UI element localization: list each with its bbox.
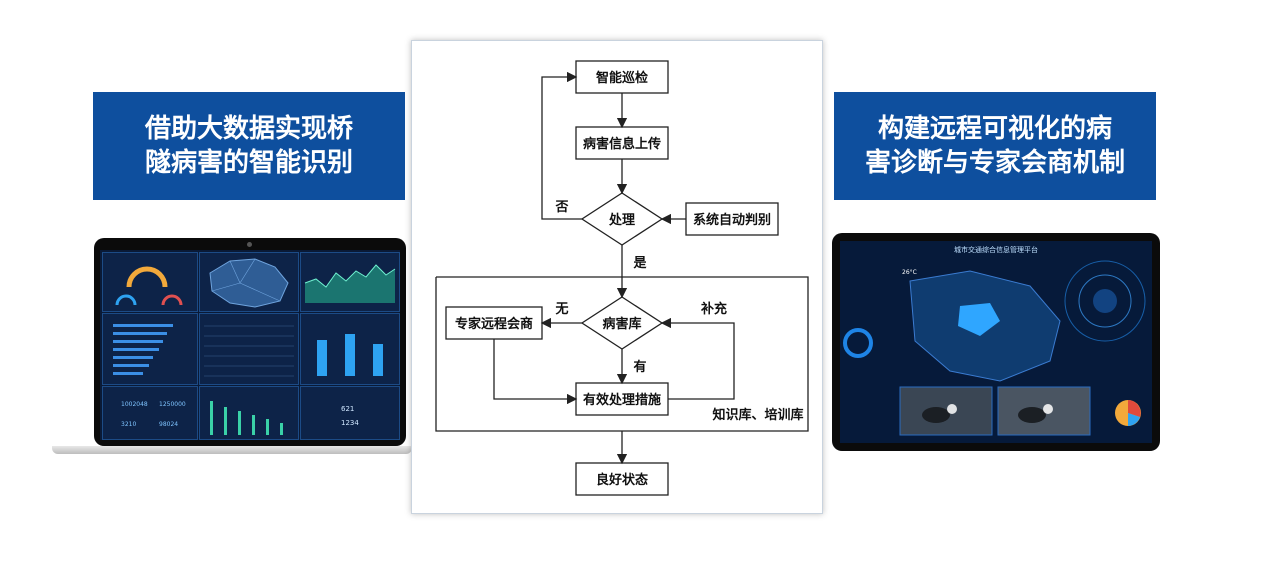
num-1: 621 [341,405,355,413]
right-banner-line1: 构建远程可视化的病 [877,114,1112,144]
area-chart-panel [300,252,400,312]
left-dashboard: 1002048 1250000 3210 98024 621 1234 [100,250,400,440]
node-autojudge-box [685,202,779,236]
numbers-panel: 621 1234 [300,386,400,440]
cylinder-chart [317,334,383,376]
left-banner-line2: 隧病害的智能识别 [144,148,353,178]
label-supplement: 补充 [700,301,727,317]
node-inspection: 智能巡检 [596,70,648,86]
cylinder-panel [300,313,400,385]
left-laptop: 1002048 1250000 3210 98024 621 1234 [52,236,412,458]
region-map [209,258,289,308]
label-has: 有 [633,359,646,375]
flowchart-panel: 智能巡检 病害信息上传 处理 系统自动判别 病害库 专家远程会商 有效处理措施 … [411,40,823,514]
node-inspection-box [575,60,669,94]
right-temp: 26°C [902,269,917,276]
label-yes: 是 [632,256,647,271]
vertical-bars-panel [199,386,299,440]
node-process: 处理 [608,212,635,228]
label-knowledge: 知识库、培训库 [712,407,803,423]
left-laptop-base [52,446,412,454]
left-banner-line1: 借助大数据实现桥 [144,114,353,144]
left-banner: 借助大数据实现桥 隧病害的智能识别 [93,92,405,200]
stat-4: 98024 [159,421,179,428]
right-dashboard: 城市交通综合信息管理平台 26°C [840,241,1152,443]
right-dashboard-title: 城市交通综合信息管理平台 [954,246,1038,254]
right-tablet: 城市交通综合信息管理平台 26°C [832,233,1160,451]
area-chart [304,264,396,303]
stat-1: 1002048 [121,401,148,408]
node-auto-judge: 系统自动判别 [693,212,771,228]
map-panel [199,252,299,312]
horizontal-bars [113,324,173,375]
label-no: 否 [554,200,568,215]
node-expert: 专家远程会商 [455,316,533,332]
flowchart: 智能巡检 病害信息上传 处理 系统自动判别 病害库 专家远程会商 有效处理措施 … [435,60,809,496]
node-good-state: 良好状态 [596,472,648,488]
stats-panel: 1002048 1250000 3210 98024 [102,386,198,440]
node-expert-box [445,306,543,340]
stat-2: 1250000 [159,401,186,408]
right-dashboard-graphics [843,260,1146,436]
right-banner-line2: 害诊断与专家会商机制 [864,148,1125,178]
num-2: 1234 [341,419,359,427]
node-measures: 有效处理措施 [583,392,661,408]
stat-3: 3210 [121,421,137,428]
gauge-chart [115,266,183,306]
node-upload: 病害信息上传 [583,136,661,152]
left-laptop-camera [247,242,252,247]
node-defect-db: 病害库 [602,316,641,332]
vertical-bars [210,401,283,435]
right-banner: 构建远程可视化的病 害诊断与专家会商机制 [834,92,1156,200]
gauge-panel [102,252,198,312]
label-none: 无 [554,302,568,317]
node-goodstate-box [575,462,669,496]
table-panel [199,313,299,385]
bar-list-panel [102,313,198,385]
data-table [204,325,294,377]
